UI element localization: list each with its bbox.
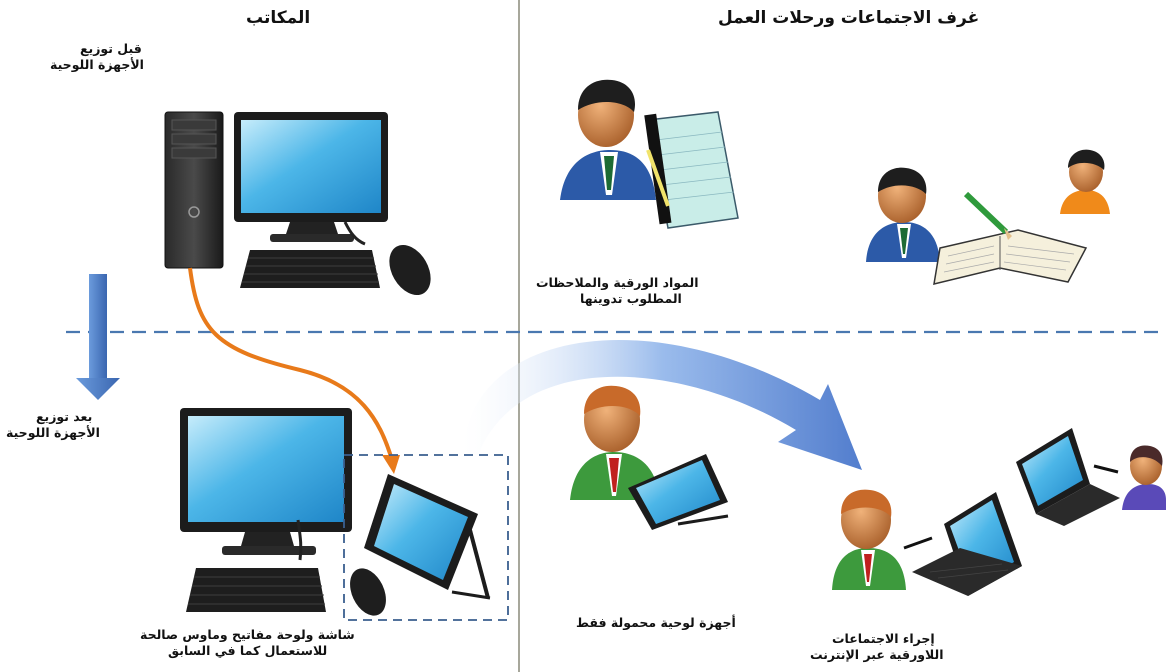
before-distribution-label-line2: الأجهزة اللوحية [50,57,144,72]
orange-arrow-icon [188,267,394,461]
desktop-monitor-after-icon [180,408,386,616]
office-equipment-label-line1: شاشة ولوحة مفاتيح وماوس صالحة [140,627,355,642]
paper-notes-label-line1: المواد الورقية والملاحظات [536,275,699,290]
down-arrow-icon [76,274,120,400]
offices-header: المكاتب [246,8,311,28]
before-distribution-label-line1: قبل توزيع [80,41,142,56]
person-with-document-icon [560,79,739,229]
swoosh-arrow-icon [463,339,862,470]
online-meeting-icon [832,428,1166,596]
tablets-only-label: أجهزة لوحية محمولة فقط [576,615,736,630]
office-equipment-label-line2: للاستعمال كما في السابق [168,643,328,658]
paperless-meetings-label-line2: اللاورقية عبر الإنترنت [810,647,944,662]
people-with-notebook-icon [866,149,1110,285]
paper-notes-label-line2: المطلوب تدوينها [580,291,682,306]
tablet-on-stand-icon [364,474,491,600]
tablet-highlight-box [343,454,509,621]
person-with-tablet-icon [570,385,729,530]
meetings-header: غرف الاجتماعات ورحلات العمل [718,8,980,28]
after-distribution-label-line1: بعد توزيع [36,409,93,424]
desktop-computer-before-icon [164,111,431,296]
after-distribution-label-line2: الأجهزة اللوحية [6,425,100,440]
paperless-meetings-label-line1: إجراء الاجتماعات [832,631,935,646]
